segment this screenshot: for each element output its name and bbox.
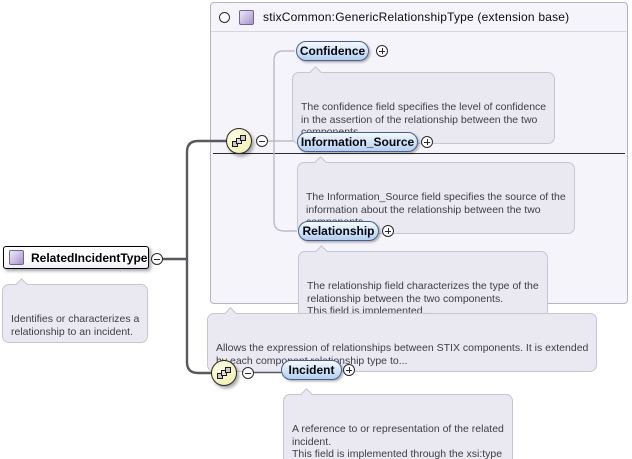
confidence-annotation: The confidence field specifies the level…	[292, 66, 556, 144]
expand-icon[interactable]	[376, 45, 388, 57]
expand-icon[interactable]	[421, 136, 433, 148]
root-type-node[interactable]: RelatedIncidentType	[3, 246, 149, 269]
sequence-glyph	[232, 135, 246, 147]
expand-icon[interactable]	[382, 225, 394, 237]
annotation-pointer	[15, 278, 28, 291]
annotation-pointer	[300, 388, 313, 401]
collapse-icon[interactable]	[151, 253, 163, 265]
expand-icon[interactable]	[343, 364, 355, 376]
sequence-glyph	[217, 367, 231, 379]
element-incident[interactable]: Incident	[281, 360, 342, 380]
collapse-icon[interactable]	[256, 135, 268, 147]
sequence-icon[interactable]	[211, 360, 237, 386]
sequence-icon[interactable]	[226, 128, 252, 154]
element-information-source[interactable]: Information_Source	[297, 132, 418, 152]
collapse-icon[interactable]	[219, 11, 230, 23]
complex-type-icon	[239, 9, 254, 25]
annotation-pointer	[224, 307, 237, 320]
collapse-icon[interactable]	[242, 367, 254, 379]
incident-annotation-text: A reference to or representation of the …	[292, 423, 504, 459]
element-confidence[interactable]: Confidence	[296, 41, 369, 61]
extension-base-title: stixCommon:GenericRelationshipType (exte…	[263, 10, 570, 24]
complex-type-icon	[9, 250, 24, 265]
extension-annotation: Allows the expression of relationships b…	[207, 307, 598, 372]
extension-annotation-text: Allows the expression of relationships b…	[216, 342, 589, 367]
incident-annotation: A reference to or representation of the …	[283, 388, 513, 459]
root-annotation: Identifies or characterizes a relationsh…	[2, 278, 149, 343]
extension-base-header: stixCommon:GenericRelationshipType (exte…	[211, 3, 627, 32]
element-relationship[interactable]: Relationship	[298, 221, 379, 241]
root-annotation-text: Identifies or characterizes a relationsh…	[11, 313, 140, 338]
root-type-label: RelatedIncidentType	[31, 250, 148, 265]
relationship-annotation-text: The relationship field characterizes the…	[307, 280, 539, 317]
relationship-annotation: The relationship field characterizes the…	[298, 245, 548, 323]
